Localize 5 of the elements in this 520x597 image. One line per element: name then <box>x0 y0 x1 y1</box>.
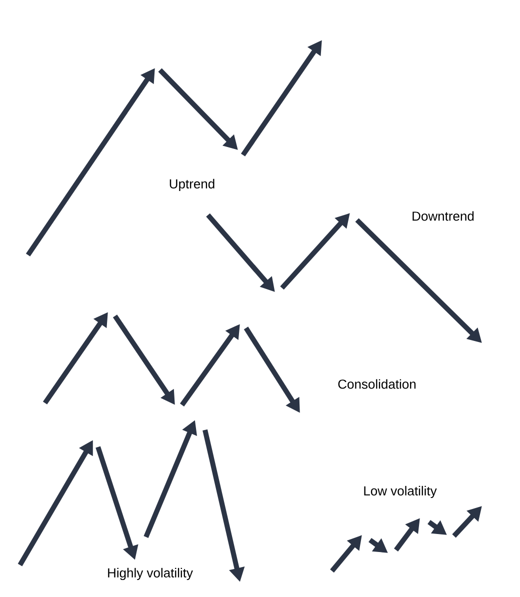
trend-label: Downtrend <box>412 211 474 221</box>
trend-label: Low volatility <box>364 486 437 498</box>
trend-label: Highly volatility <box>108 568 193 580</box>
trend-label: Uptrend <box>170 178 214 192</box>
trend-label: Consolidation <box>338 379 416 389</box>
